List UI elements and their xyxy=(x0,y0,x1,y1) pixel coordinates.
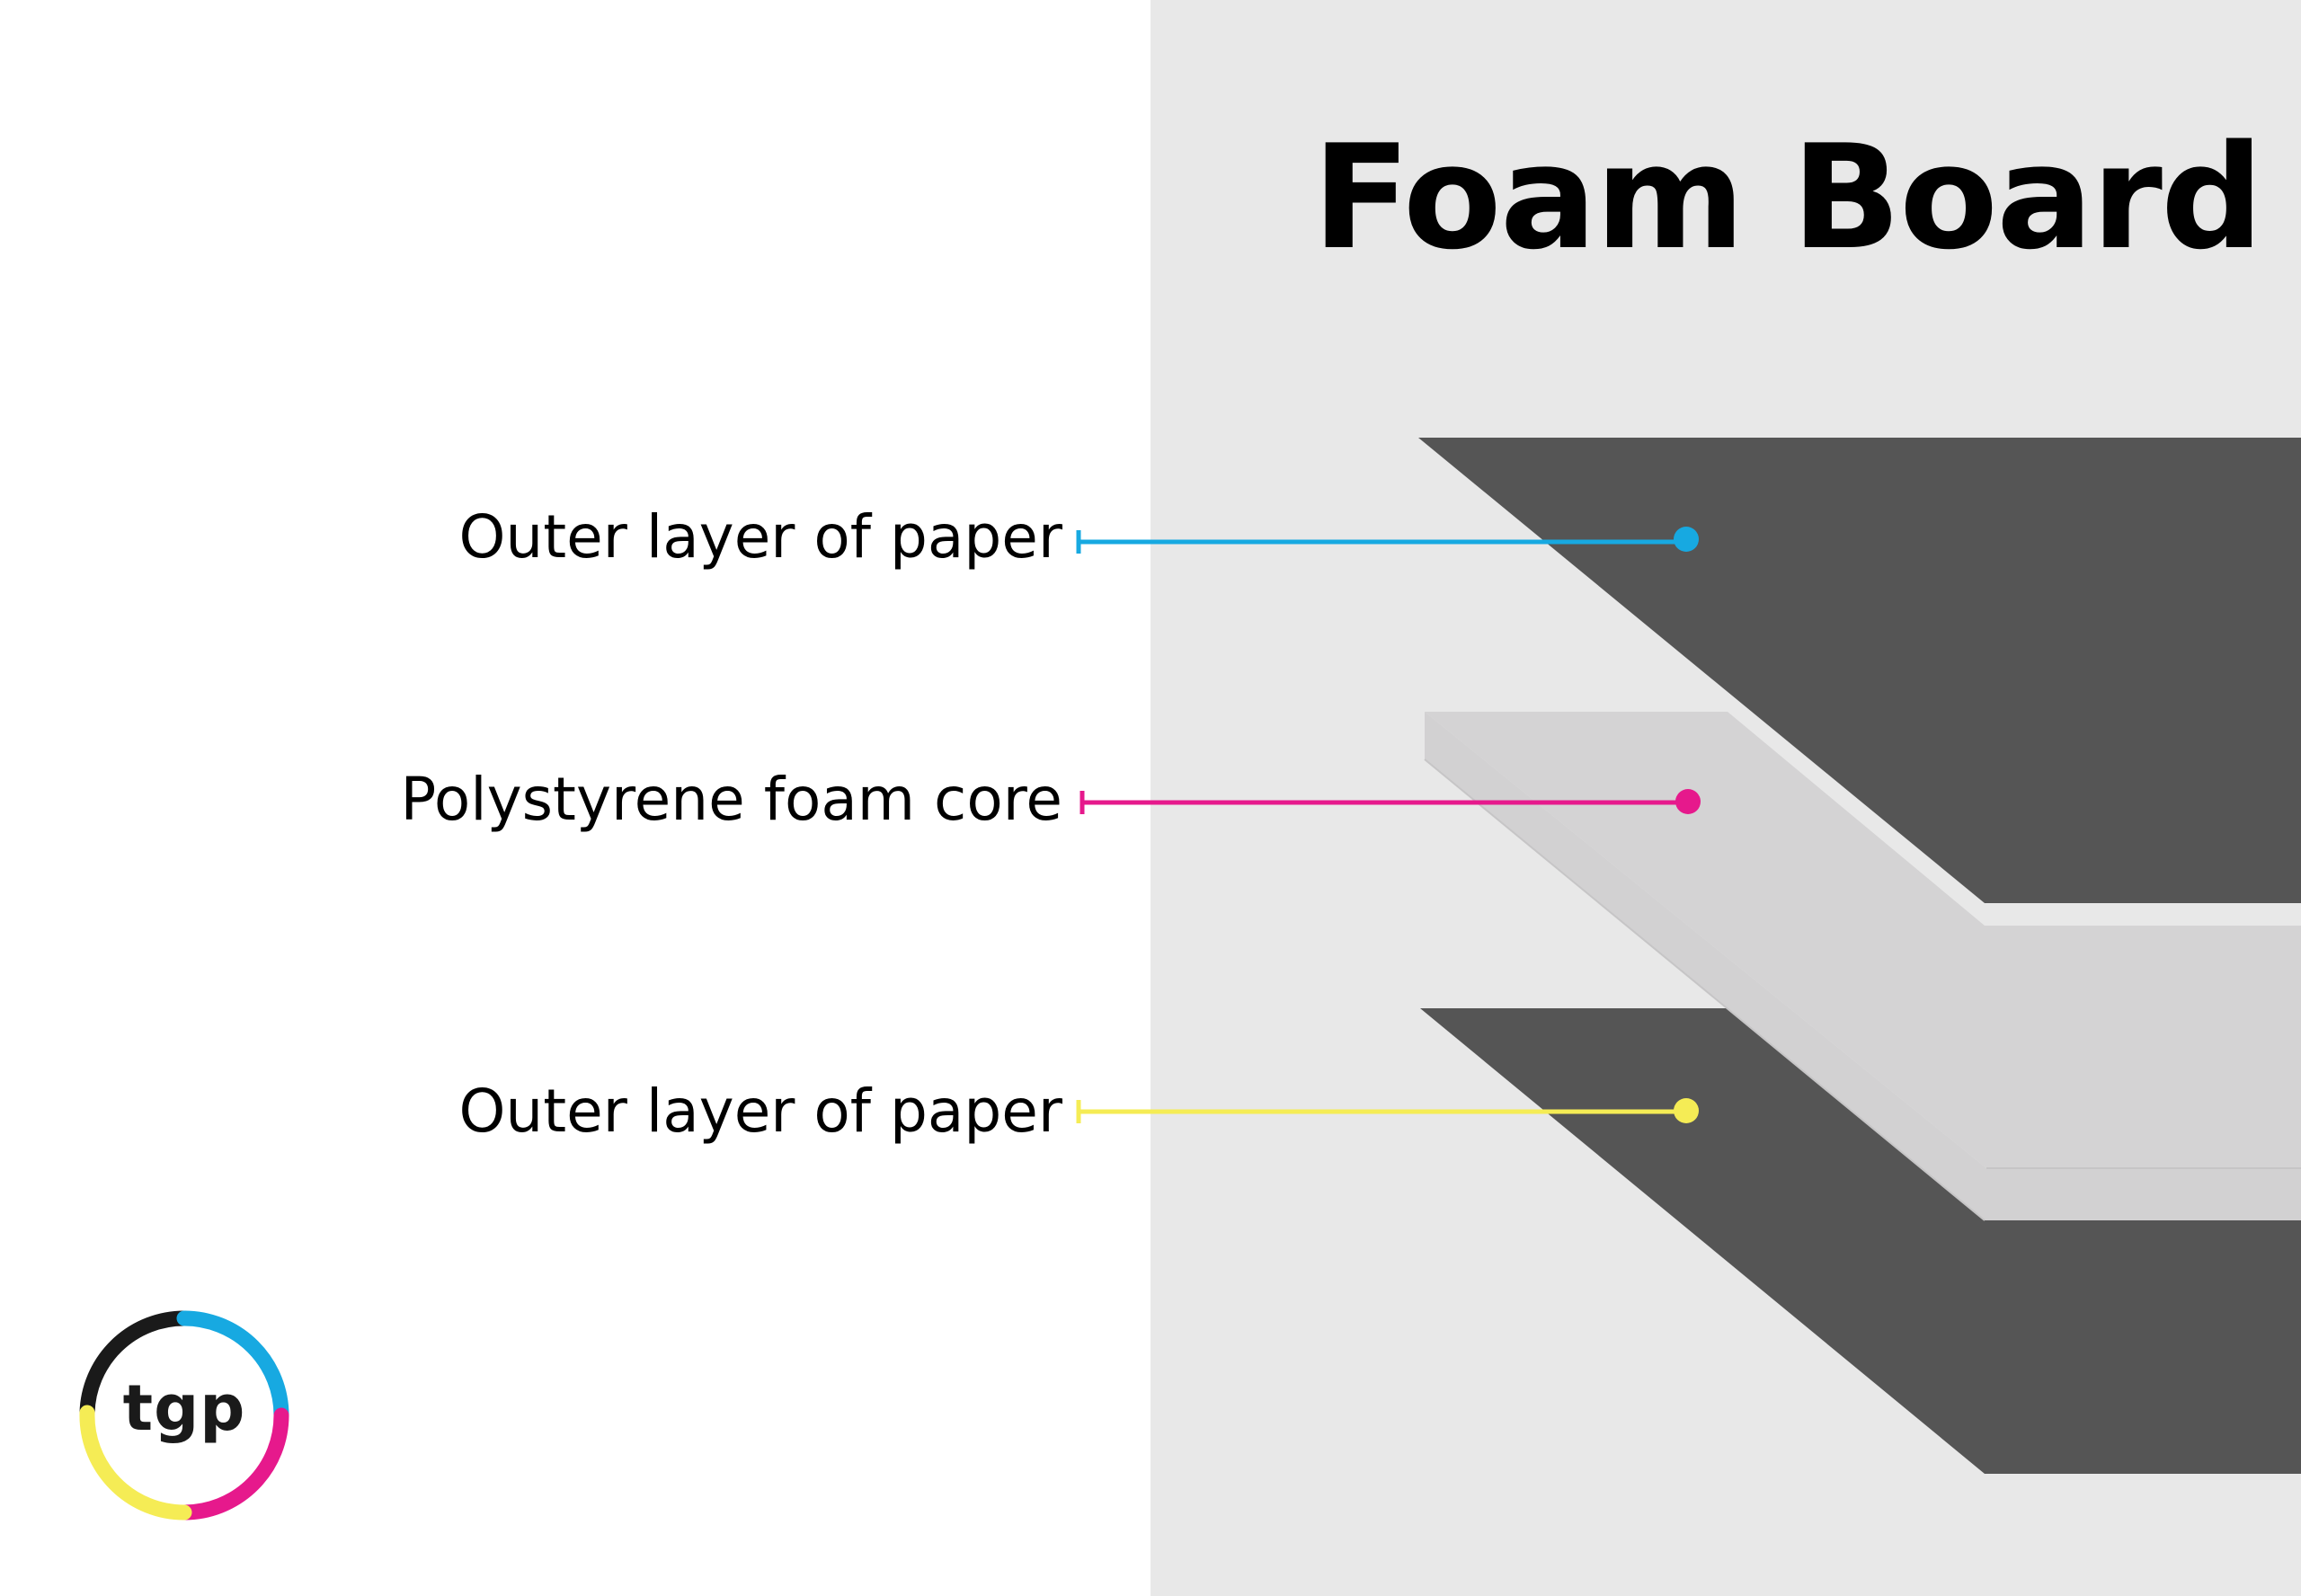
label-outer-paper-top: Outer layer of paper xyxy=(458,502,1062,572)
tgp-logo-text: tgp xyxy=(122,1371,246,1445)
bottom-paper-layer xyxy=(1420,1008,2301,1474)
tgp-logo-icon xyxy=(79,1310,289,1521)
foam-core-edge-line xyxy=(1424,758,1986,1221)
callout-middle xyxy=(1079,789,1701,814)
foam-core-side-edge xyxy=(1425,712,2301,1220)
label-outer-paper-bottom: Outer layer of paper xyxy=(458,1077,1062,1146)
callout-bottom xyxy=(1076,1098,1699,1123)
label-foam-core: Polystyrene foam core xyxy=(400,765,1062,834)
callout-top xyxy=(1076,527,1699,554)
diagram-title: Foam Board xyxy=(1312,113,2263,281)
top-paper-layer xyxy=(1418,438,2301,903)
foam-core-top-face xyxy=(1425,712,2301,1168)
